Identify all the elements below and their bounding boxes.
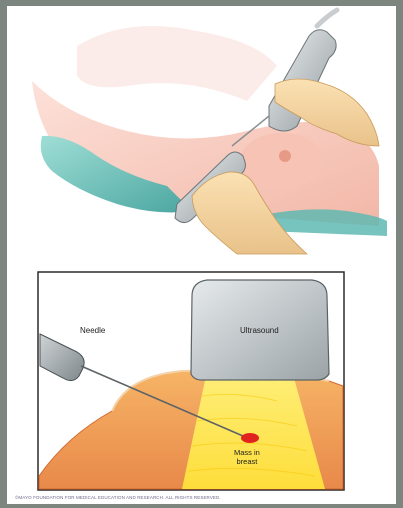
needle-label: Needle — [80, 326, 105, 335]
mass-label: Mass in breast — [234, 448, 260, 466]
ultrasound-label: Ultrasound — [240, 326, 279, 335]
cross-section-diagram — [7, 6, 396, 504]
breast-mass — [241, 433, 259, 443]
figure-frame: Needle Ultrasound Mass in breast ©MAYO F… — [7, 6, 396, 504]
copyright-credit: ©MAYO FOUNDATION FOR MEDICAL EDUCATION A… — [15, 495, 221, 500]
